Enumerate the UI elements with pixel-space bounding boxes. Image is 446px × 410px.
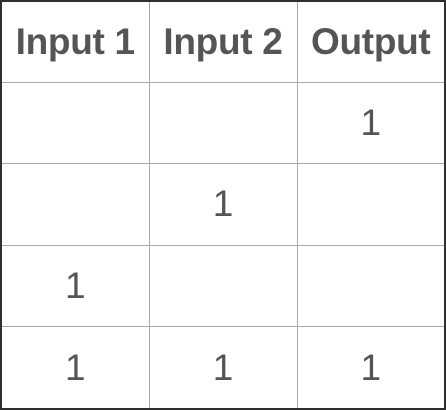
cell-output — [296, 163, 444, 246]
table-row: 1 — [2, 163, 444, 246]
cell-input-1: 1 — [2, 326, 150, 408]
cell-input-2: 1 — [148, 163, 298, 246]
header-output: Output — [296, 2, 444, 83]
cell-output — [296, 244, 444, 327]
cell-input-1 — [2, 81, 150, 164]
cell-output: 1 — [296, 81, 444, 164]
table-row: 1 — [2, 81, 444, 164]
table-row: 1 — [2, 244, 444, 327]
header-input-2: Input 2 — [148, 2, 298, 83]
header-row: Input 1 Input 2 Output — [2, 2, 444, 83]
cell-input-2 — [148, 244, 298, 327]
cell-input-2: 1 — [148, 326, 298, 408]
table-row: 1 1 1 — [2, 326, 444, 408]
cell-input-1 — [2, 163, 150, 246]
cell-input-2 — [148, 81, 298, 164]
cell-output: 1 — [296, 326, 444, 408]
header-input-1: Input 1 — [2, 2, 150, 83]
cell-input-1: 1 — [2, 244, 150, 327]
